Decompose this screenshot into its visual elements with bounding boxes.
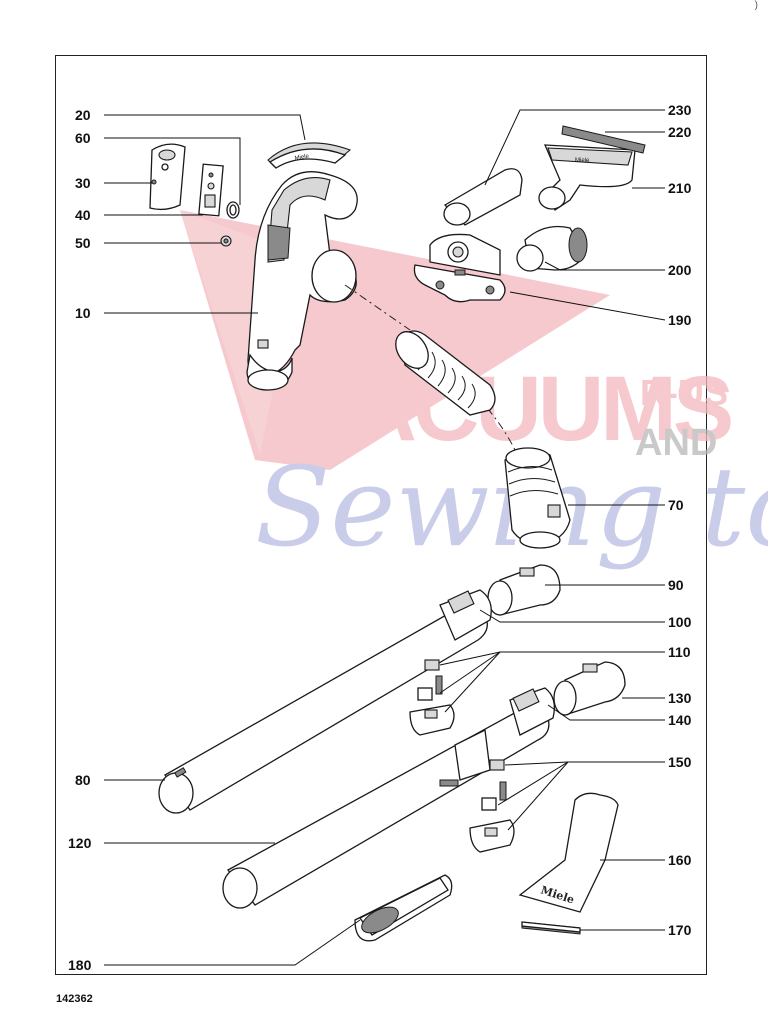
- callout-180: 180: [68, 957, 92, 973]
- hose-centerline: [344, 284, 411, 331]
- part-60-ring: [226, 201, 240, 219]
- callout-70: 70: [668, 497, 684, 513]
- part-160-crevice-nozzle: Miele: [518, 792, 619, 913]
- corner-mark: ): [754, 0, 758, 11]
- hose-segment: [395, 330, 496, 416]
- callout-10: 10: [75, 305, 91, 321]
- part-50-spring: [220, 235, 232, 247]
- part-190-bracket: [413, 233, 506, 303]
- watermark-vacuums: VACUUMS: [300, 358, 731, 460]
- callout-40: 40: [75, 207, 91, 223]
- callout-120: 120: [68, 835, 92, 851]
- leader-lines: [104, 109, 666, 966]
- watermark-and: AND: [635, 422, 717, 464]
- part-200-dusting-brush: [516, 225, 588, 272]
- part-70-hose-connector: [504, 447, 571, 549]
- callout-220: 220: [668, 124, 692, 140]
- callout-110: 110: [668, 644, 691, 660]
- callout-100: 100: [668, 614, 692, 630]
- watermark-r-us: R-US: [640, 372, 728, 413]
- callout-labels: 20 60 30 40 50 10 230 220 210 200 190 70…: [68, 102, 692, 973]
- callout-130: 130: [668, 690, 692, 706]
- part-210-upholstery-nozzle: Miele: [538, 144, 636, 211]
- callout-230: 230: [668, 102, 692, 118]
- callout-140: 140: [668, 712, 692, 728]
- callout-160: 160: [668, 852, 692, 868]
- part-170-brush-strip: [521, 921, 581, 935]
- callout-30: 30: [75, 175, 91, 191]
- callout-90: 90: [668, 577, 684, 593]
- callout-60: 60: [75, 130, 91, 146]
- callout-20: 20: [75, 107, 91, 123]
- callout-80: 80: [75, 772, 91, 788]
- callout-170: 170: [668, 922, 692, 938]
- diagram-frame: [55, 55, 707, 975]
- part-120-tube: [222, 687, 556, 909]
- part-30-switch-cover: [149, 143, 186, 211]
- part-80-tube: [158, 589, 492, 814]
- part-220-brush-strip: [561, 125, 646, 154]
- part-130-sleeve: [553, 661, 626, 716]
- part-90-sleeve: [487, 564, 561, 616]
- callout-200: 200: [668, 262, 692, 278]
- nozzle-brand-mark: Miele: [575, 158, 590, 164]
- callout-210: 210: [668, 180, 692, 196]
- part-20-handle-cover: Miele: [267, 142, 352, 169]
- part-230-tube: [443, 168, 523, 226]
- part-150-button-set: [469, 759, 515, 853]
- part-40-slider: [198, 163, 224, 217]
- document-number: 142362: [56, 993, 93, 1005]
- part-110-button-set: [409, 659, 455, 736]
- part-10-handle: [246, 171, 358, 391]
- callout-190: 190: [668, 312, 692, 328]
- callout-150: 150: [668, 754, 692, 770]
- watermark: VACUUMS R-US AND Sewing too: [180, 210, 768, 571]
- part-180-brush: [354, 874, 453, 942]
- cover-brand-mark: Miele: [294, 153, 310, 162]
- callout-50: 50: [75, 235, 91, 251]
